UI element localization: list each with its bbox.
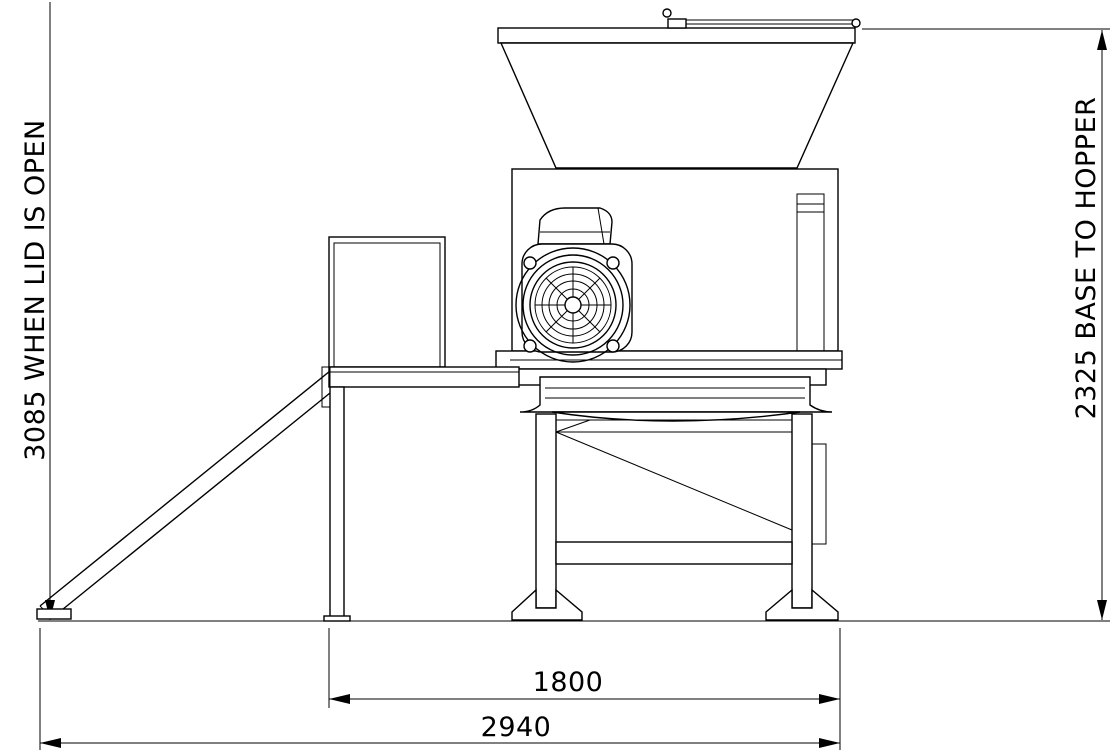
overall-width-label: 2940 <box>481 712 552 743</box>
electric-motor <box>515 207 633 363</box>
hopper <box>497 8 861 169</box>
hopper-height-label: 2325 BASE TO HOPPER <box>1071 97 1102 420</box>
main-stand <box>511 413 839 621</box>
feed-ramp <box>36 366 331 620</box>
overall-height-label: 3085 WHEN LID IS OPEN <box>20 119 51 461</box>
gearbox-housing <box>515 368 833 422</box>
dimension-lines <box>38 2 1110 750</box>
frame-width-label: 1800 <box>533 667 604 698</box>
feed-platform <box>323 236 520 622</box>
